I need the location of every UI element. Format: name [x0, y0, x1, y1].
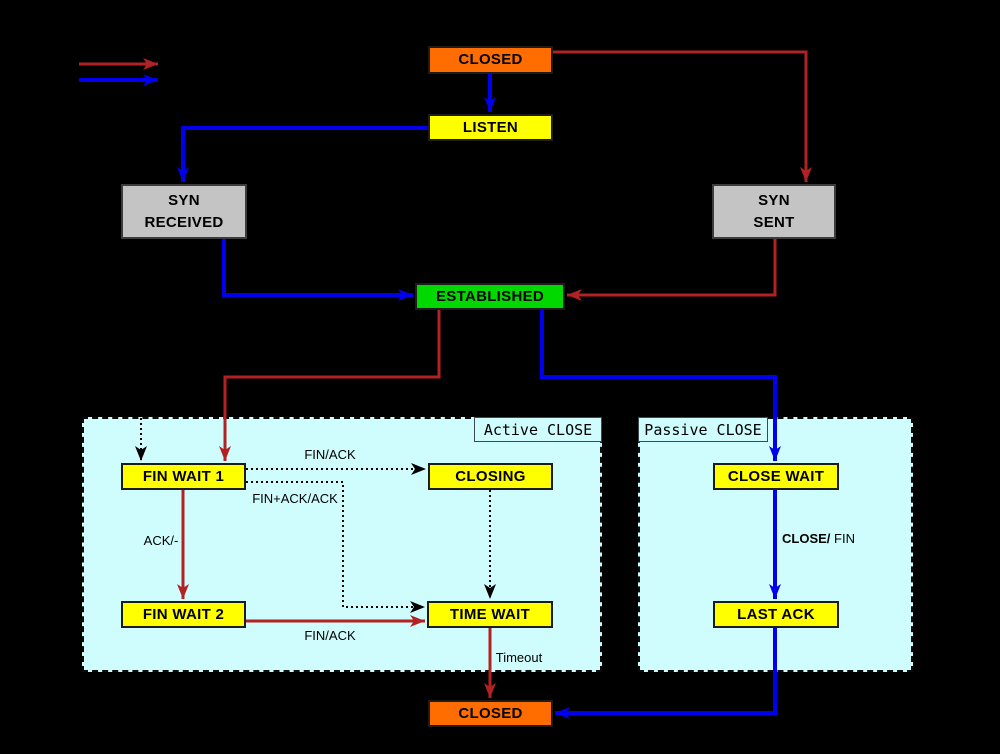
active-close-region	[82, 417, 602, 672]
state-time-wait: TIME WAIT	[427, 601, 553, 628]
edge-established-to-finwait1	[219, 310, 441, 461]
edge-synsent-to-established	[567, 239, 777, 301]
label-close-fin: CLOSE/ FIN	[782, 531, 855, 546]
state-fin-wait-2: FIN WAIT 2	[121, 601, 246, 628]
state-syn-sent: SYN SENT	[712, 184, 836, 239]
state-last-ack: LAST ACK	[713, 601, 839, 628]
edge-established-to-closewait	[540, 310, 781, 461]
active-close-label: Active CLOSE	[474, 417, 602, 442]
passive-close-text: Passive CLOSE	[644, 420, 762, 439]
label-fin-ack-lower: FIN/ACK	[304, 628, 356, 643]
edge-closed-to-synsent	[553, 50, 812, 182]
passive-close-label: Passive CLOSE	[638, 417, 768, 442]
label-fin-plus-ack-ack: FIN+ACK/ACK	[252, 491, 338, 506]
state-closed-top: CLOSED	[428, 46, 553, 74]
edge-listen-to-synreceived	[177, 126, 428, 182]
state-close-wait: CLOSE WAIT	[713, 463, 839, 490]
state-closing: CLOSING	[428, 463, 553, 490]
state-fin-wait-1: FIN WAIT 1	[121, 463, 246, 490]
edge-lastack-to-closed	[555, 628, 777, 719]
state-established: ESTABLISHED	[415, 283, 565, 310]
label-close-fin-bold: CLOSE/	[782, 531, 831, 546]
label-close-fin-rest: FIN	[830, 531, 855, 546]
label-timeout: Timeout	[495, 650, 543, 665]
state-syn-received: SYN RECEIVED	[121, 184, 247, 239]
label-fin-ack-upper: FIN/ACK	[304, 447, 356, 462]
edge-synreceived-to-established	[222, 239, 413, 301]
label-ack-dash: ACK/-	[143, 533, 179, 548]
state-listen: LISTEN	[428, 114, 553, 141]
state-closed-bottom: CLOSED	[428, 700, 553, 727]
active-close-text: Active CLOSE	[483, 420, 593, 439]
